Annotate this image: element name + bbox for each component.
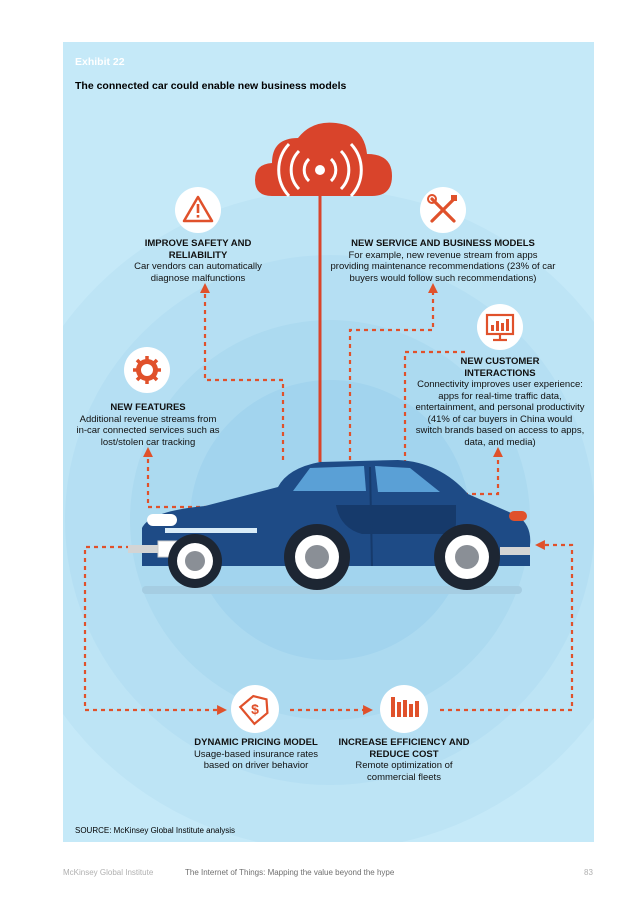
wireless-cloud-icon [255, 122, 392, 198]
pricing-description: Usage-based insurance rates based on dri… [193, 748, 319, 772]
tools-icon [420, 187, 466, 233]
efficiency-description: Remote optimization of commercial fleets [355, 760, 453, 783]
service-description: For example, new revenue stream from app… [330, 249, 556, 284]
safety-description: Car vendors can automatically diagnose m… [134, 261, 262, 284]
features-block: NEW FEATURES Additional revenue streams … [74, 402, 222, 448]
efficiency-block: INCREASE EFFICIENCY AND REDUCE COST Remo… [338, 737, 470, 783]
source-note: SOURCE: McKinsey Global Institute analys… [75, 826, 236, 835]
warning-icon [175, 187, 221, 233]
presentation-chart-icon [477, 304, 523, 350]
pricing-block: DYNAMIC PRICING MODEL Usage-based insura… [178, 737, 334, 772]
exhibit-title: The connected car could enable new busin… [75, 80, 347, 92]
exhibit-label: Exhibit 22 [75, 56, 125, 68]
connected-car [128, 460, 531, 594]
service-heading: NEW SERVICE AND BUSINESS MODELS [351, 238, 535, 249]
features-description: Additional revenue streams from in-car c… [76, 413, 220, 448]
safety-heading: IMPROVE SAFETY AND RELIABILITY [144, 238, 252, 261]
svg-text:$: $ [251, 701, 259, 717]
footer-publisher: McKinsey Global Institute [63, 868, 154, 877]
price-tag-icon: $ [231, 685, 279, 733]
safety-block: IMPROVE SAFETY AND RELIABILITY Car vendo… [128, 238, 268, 284]
features-heading: NEW FEATURES [110, 402, 186, 413]
footer-report-title: The Internet of Things: Mapping the valu… [185, 868, 395, 877]
footer-page-number: 83 [584, 868, 593, 877]
customer-heading: NEW CUSTOMER INTERACTIONS [460, 356, 540, 379]
service-block: NEW SERVICE AND BUSINESS MODELS For exam… [330, 238, 556, 284]
bar-chart-icon [380, 685, 428, 733]
gear-icon [124, 347, 170, 393]
efficiency-heading: INCREASE EFFICIENCY AND REDUCE COST [338, 737, 470, 760]
customer-description: Connectivity improves user experience: a… [415, 379, 585, 448]
customer-block: NEW CUSTOMER INTERACTIONS Connectivity i… [415, 356, 585, 448]
pricing-heading: DYNAMIC PRICING MODEL [194, 737, 318, 748]
